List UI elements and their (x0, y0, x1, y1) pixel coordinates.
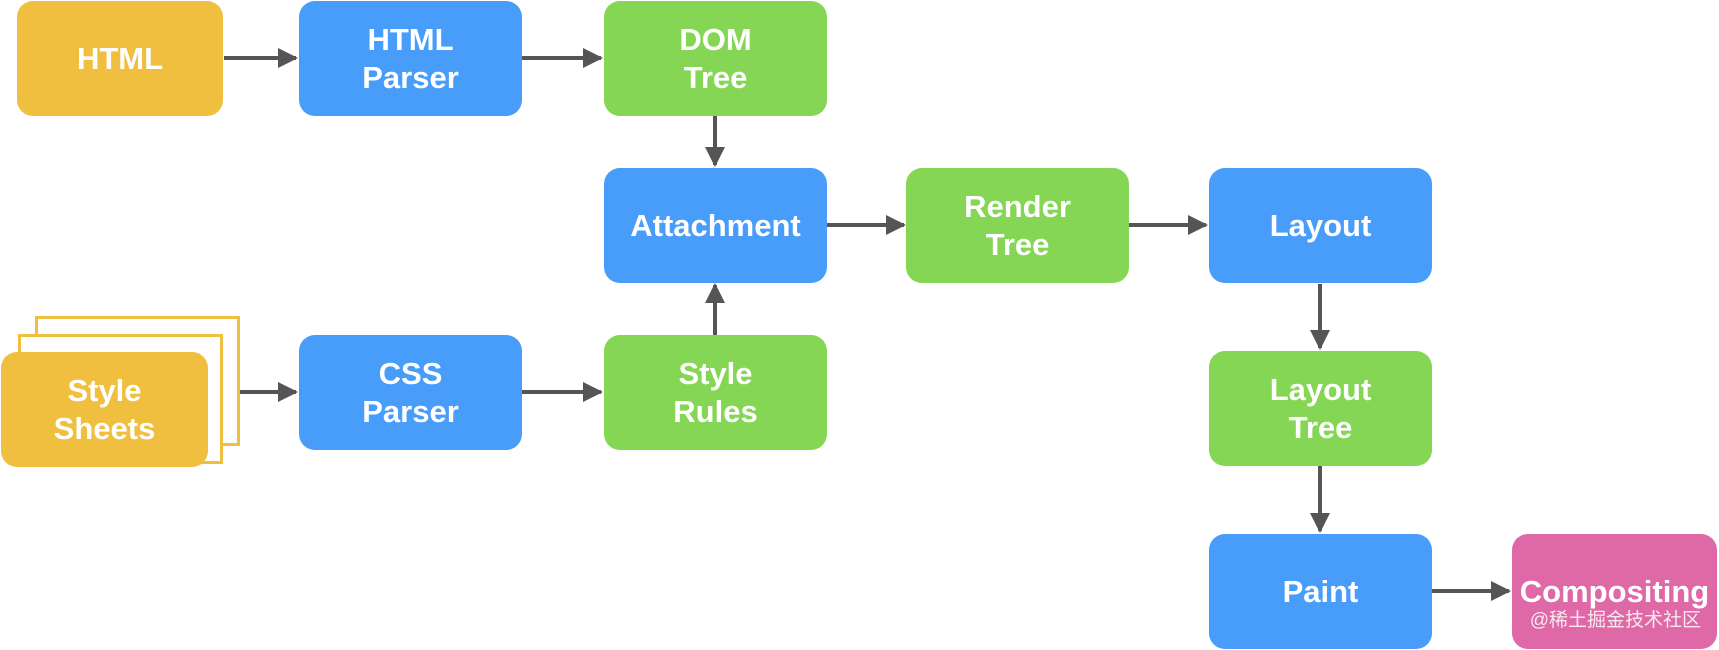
node-compositing-label: Compositing (1519, 573, 1710, 609)
watermark-text: @稀土掘金技术社区 (1529, 610, 1701, 631)
node-html: HTML (17, 1, 223, 116)
node-html-label: HTML (76, 40, 164, 76)
node-css-parser: CSS Parser (299, 335, 522, 450)
node-style-rules-label: Style Rules (673, 355, 758, 429)
node-dom-tree: DOM Tree (604, 1, 827, 116)
node-layout-tree: Layout Tree (1209, 351, 1432, 466)
node-css-parser-label: CSS Parser (362, 355, 459, 429)
node-render-tree-label: Render Tree (964, 188, 1071, 262)
node-style-rules: Style Rules (604, 335, 827, 450)
node-render-tree: Render Tree (906, 168, 1129, 283)
node-layout-label: Layout (1269, 207, 1372, 243)
node-html-parser: HTML Parser (299, 1, 522, 116)
node-attachment-label: Attachment (630, 207, 801, 243)
node-layout-tree-label: Layout Tree (1269, 371, 1372, 445)
node-compositing: Compositing (1512, 534, 1717, 649)
node-dom-tree-label: DOM Tree (679, 21, 752, 95)
node-html-parser-label: HTML Parser (362, 21, 459, 95)
node-attachment: Attachment (604, 168, 827, 283)
node-style-sheets: Style Sheets (1, 352, 208, 467)
node-layout: Layout (1209, 168, 1432, 283)
node-paint: Paint (1209, 534, 1432, 649)
node-style-sheets-label: Style Sheets (53, 372, 156, 446)
node-paint-label: Paint (1282, 573, 1359, 609)
